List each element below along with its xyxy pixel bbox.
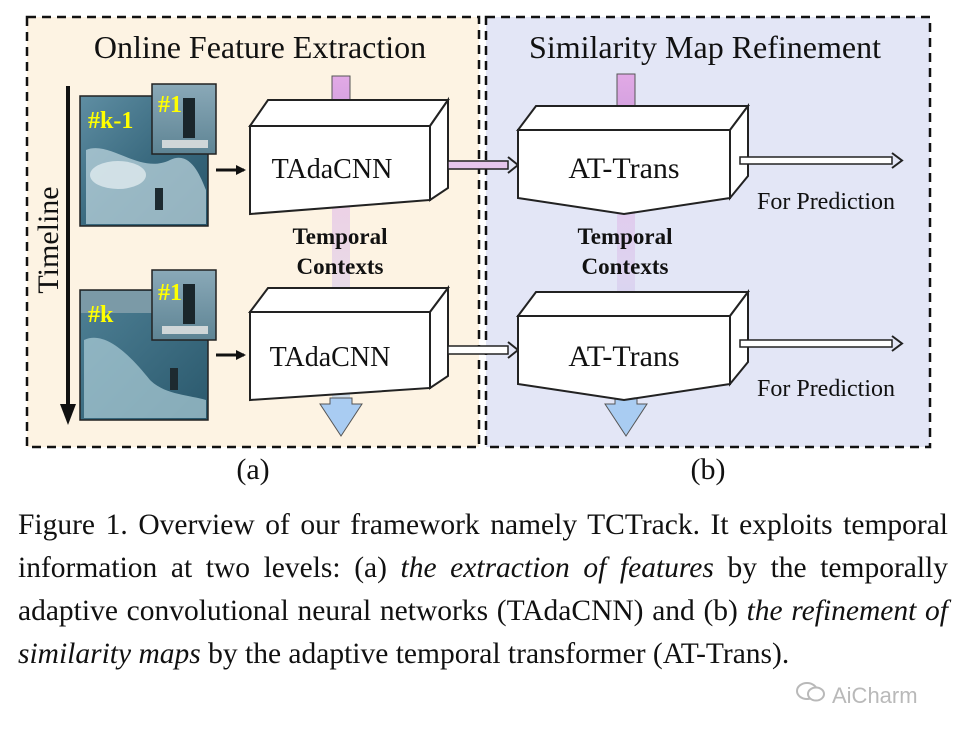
- caption-tail: by the adaptive temporal transformer (AT…: [200, 638, 790, 670]
- tadacnn-bottom-label: TAdaCNN: [270, 342, 391, 373]
- skier-bottom: [170, 368, 178, 390]
- frame-group-bottom: #k #1: [79, 269, 217, 421]
- attrans-b-front-face: [517, 315, 731, 402]
- panel-a-sublabel: (a): [236, 453, 269, 486]
- attrans-front-face: [517, 129, 731, 216]
- temporal-context-a-line1: Temporal: [293, 224, 388, 249]
- skier-top: [155, 188, 163, 210]
- wake-spray-bottom: [84, 337, 206, 418]
- tadacnn-block-bottom: TAdaCNN: [248, 285, 450, 402]
- prediction-arrow-top: [739, 152, 904, 169]
- watermark: AiCharm: [796, 681, 918, 709]
- prediction-label-bottom: For Prediction: [757, 376, 895, 402]
- panel-b-sublabel: (b): [691, 453, 726, 486]
- caption-lead: Figure 1. Overview of our framework name…: [18, 509, 948, 584]
- attrans-block-bottom: AT-Trans: [516, 289, 750, 402]
- caption-middle: by the temporally adaptive convolutional…: [18, 552, 948, 627]
- frame-bottom-label: #k: [88, 302, 114, 328]
- attrans-block-top: AT-Trans: [516, 103, 750, 216]
- tadacnn-top-label: TAdaCNN: [272, 154, 393, 185]
- context-down-arrow-a-icon: [319, 397, 363, 437]
- attrans-top-face: [516, 105, 750, 131]
- tadacnn-block-top: TAdaCNN: [248, 96, 450, 216]
- frame-top-label: #k-1: [88, 108, 133, 134]
- temporal-context-b-line2: Contexts: [582, 254, 669, 279]
- attrans-bottom-label: AT-Trans: [568, 340, 679, 373]
- template-figure-bottom: [183, 284, 195, 324]
- tadacnn-top-face: [248, 99, 450, 127]
- prediction-arrowhead-top-icon: [891, 152, 904, 169]
- tadacnn-front-face: [249, 125, 431, 216]
- double-arrow-shaft-top: [447, 160, 509, 170]
- tadacnn-b-top-face: [248, 287, 450, 313]
- panel-a-title: Online Feature Extraction: [94, 29, 426, 65]
- tadacnn-b-front-face: [249, 311, 431, 402]
- watermark-text: AiCharm: [832, 683, 918, 708]
- temporal-context-b-line1: Temporal: [578, 224, 673, 249]
- template-board-top: [162, 140, 208, 148]
- figure-caption: Figure 1. Overview of our framework name…: [18, 504, 948, 676]
- prediction-shaft-top: [739, 156, 893, 165]
- chat-bubble-icon: [796, 681, 826, 709]
- caption-emphasis-2: the refinement of similarity maps: [18, 595, 948, 670]
- frame-top-template-label: #1: [158, 92, 182, 118]
- attrans-b-top-face: [516, 291, 750, 317]
- caption-emphasis-1: the extraction of features: [400, 552, 714, 584]
- double-arrow-shaft-bottom: [447, 345, 509, 355]
- timeline-label: Timeline: [32, 186, 65, 293]
- temporal-context-a-line2: Contexts: [297, 254, 384, 279]
- timeline-arrowhead-icon: [60, 404, 76, 425]
- framework-figure: Online Feature Extraction Similarity Map…: [25, 15, 932, 486]
- frame-group-top: #k-1 #1: [79, 83, 217, 227]
- frame-bottom-template-label: #1: [158, 280, 182, 306]
- template-board-bottom: [162, 326, 208, 334]
- spray-top: [90, 161, 146, 189]
- prediction-arrowhead-bottom-icon: [891, 335, 904, 352]
- prediction-arrow-bottom: [739, 335, 904, 352]
- timeline: Timeline: [32, 86, 76, 425]
- panel-b-title: Similarity Map Refinement: [529, 29, 881, 65]
- prediction-shaft-bottom: [739, 339, 893, 348]
- attrans-top-label: AT-Trans: [568, 152, 679, 185]
- prediction-label-top: For Prediction: [757, 189, 895, 215]
- template-figure-top: [183, 98, 195, 138]
